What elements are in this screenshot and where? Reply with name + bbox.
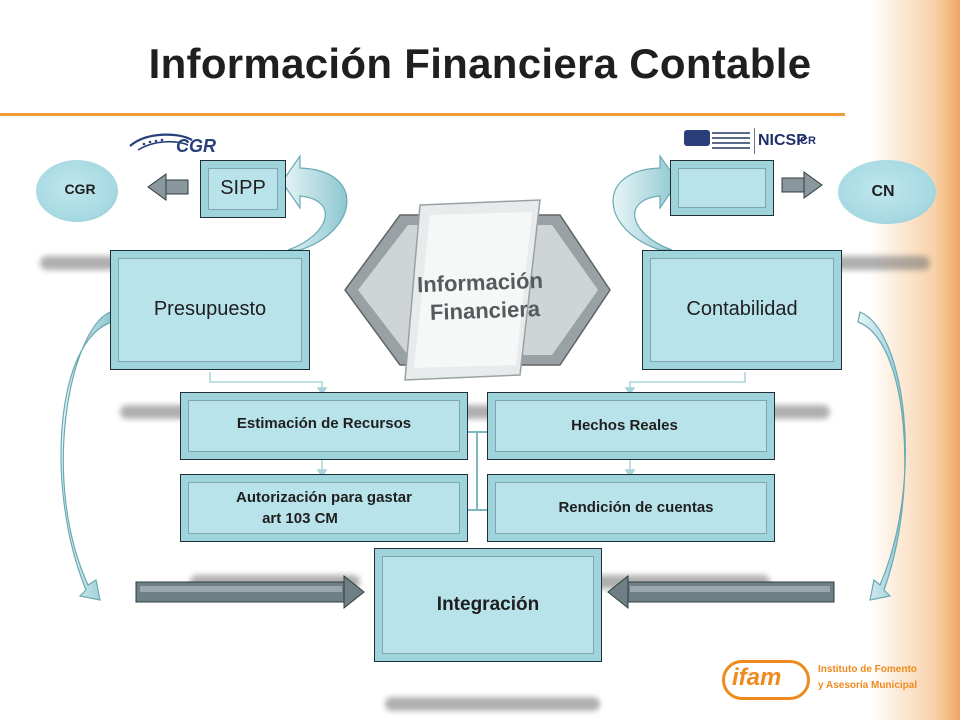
ifam-line1: Instituto de Fomento — [818, 664, 917, 675]
guide-left — [209, 372, 323, 390]
slide-title: Información Financiera Contable — [148, 40, 812, 87]
cgr-oval-label: CGR — [64, 181, 96, 197]
decorative-band-edge — [936, 0, 960, 720]
rendicion-box — [487, 474, 775, 542]
guide-head-3 — [316, 469, 328, 478]
sipp-label: SIPP — [220, 176, 266, 199]
ifam-line2: y Asesoría Municipal — [818, 680, 918, 691]
hechos-label: Hechos Reales — [571, 416, 678, 434]
presupuesto-box — [110, 250, 310, 370]
estimacion-label: Estimación de Recursos — [236, 414, 412, 432]
arrow-sipp-to-cgr — [147, 173, 189, 201]
cgr-logo: CGR — [128, 128, 238, 160]
logo-divider — [754, 128, 755, 154]
estimacion-box — [180, 392, 468, 460]
ifam-mark-text: ifam — [732, 664, 782, 691]
curve-contabilidad-box — [612, 154, 679, 251]
arrow-right-to-integracion — [607, 574, 835, 610]
center-label-line2: Financiera — [429, 296, 541, 325]
shadow-integracion — [385, 697, 600, 711]
autorizacion-label-line2: art 103 CM — [262, 509, 338, 527]
guide-right — [629, 372, 746, 390]
guide-head-4 — [624, 469, 636, 478]
curve-left-down — [60, 311, 113, 601]
ifam-logo: ifam Instituto de Fomento y Asesoría Mun… — [722, 658, 932, 706]
cgr-oval — [36, 160, 118, 222]
hechos-box — [487, 392, 775, 460]
cgr-swoosh-icon — [129, 133, 193, 151]
nicsp-logo-suffix: CR — [800, 135, 816, 147]
nicsp-logo-text: NICSP — [758, 132, 807, 149]
autorizacion-label-line1: Autorización para gastar — [236, 488, 412, 506]
mh-mark-icon — [684, 130, 710, 146]
arrow-left-to-integracion — [135, 574, 365, 610]
sipp-box — [200, 160, 286, 218]
hacienda-logo: NICSP CR — [684, 126, 816, 160]
guide-lines — [209, 372, 746, 478]
cn-oval-label: CN — [871, 183, 895, 200]
ifam-mark — [722, 660, 810, 700]
cn-source-box — [670, 160, 774, 216]
contabilidad-label: Contabilidad — [686, 297, 798, 320]
guide-head-1 — [316, 387, 328, 396]
arrow-box-to-cn — [781, 171, 823, 199]
cn-oval — [838, 160, 936, 224]
title-underline — [0, 113, 845, 116]
integracion-box — [374, 548, 602, 662]
rendicion-label: Rendición de cuentas — [558, 498, 714, 516]
curve-presupuesto-sipp — [281, 154, 348, 251]
contabilidad-box — [642, 250, 842, 370]
presupuesto-label: Presupuesto — [153, 297, 267, 320]
guide-head-2 — [624, 387, 636, 396]
hacienda-fine-print — [712, 132, 750, 152]
cgr-logo-text: CGR — [176, 136, 216, 156]
center-hexagon — [344, 199, 611, 381]
autorizacion-box — [180, 474, 468, 542]
curve-right-down — [857, 311, 906, 601]
integracion-label: Integración — [436, 594, 540, 615]
box-links — [467, 431, 488, 511]
